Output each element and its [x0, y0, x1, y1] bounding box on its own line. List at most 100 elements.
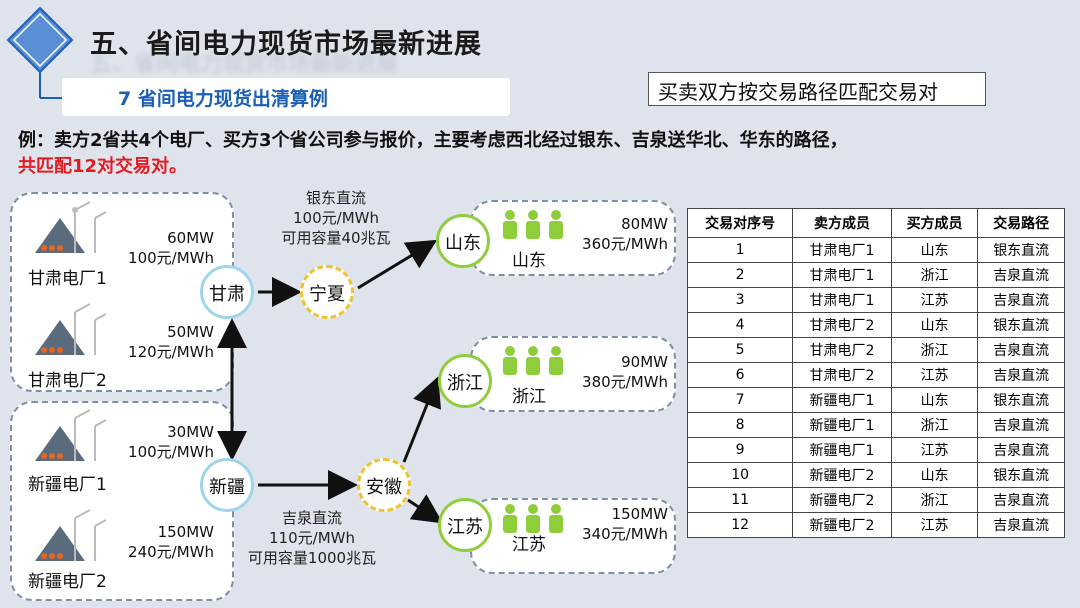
- line-name: 吉泉直流: [281, 509, 342, 527]
- seller-name: 甘肃电厂1: [28, 269, 107, 289]
- people-icon: [503, 346, 563, 375]
- table-header-row: 交易对序号 卖方成员 买方成员 交易路径: [686, 208, 1065, 238]
- cell-path: 吉泉直流: [977, 487, 1065, 513]
- power-plant-icon: [35, 509, 107, 561]
- power-plant-icon: [35, 409, 107, 461]
- seller-mw: 50MW: [167, 323, 214, 341]
- seller-price: 100元/MWh: [128, 443, 214, 461]
- node-shandong: 山东: [436, 214, 490, 268]
- arrow-anhui-zhejiang: [402, 376, 442, 463]
- header-index: 交易对序号: [686, 208, 794, 238]
- power-plant-icon: [35, 201, 107, 253]
- cell-path: 银东直流: [977, 462, 1065, 488]
- cell-index: 12: [686, 512, 794, 538]
- cell-buyer: 浙江: [890, 262, 979, 288]
- seller-price: 240元/MWh: [128, 543, 214, 561]
- cell-index: 7: [686, 387, 794, 413]
- cell-index: 5: [686, 337, 794, 363]
- cell-path: 吉泉直流: [977, 337, 1065, 363]
- node-ningxia: 宁夏: [300, 265, 354, 319]
- rule-box: [648, 72, 986, 106]
- header-path: 交易路径: [977, 208, 1065, 238]
- cell-index: 4: [686, 312, 794, 338]
- cell-seller: 新疆电厂2: [792, 462, 892, 488]
- node-jiangsu: 江苏: [438, 498, 492, 552]
- cell-path: 吉泉直流: [977, 437, 1065, 463]
- cell-index: 2: [686, 262, 794, 288]
- cell-path: 吉泉直流: [977, 287, 1065, 313]
- seller-price: 120元/MWh: [128, 343, 214, 361]
- cell-seller: 新疆电厂1: [792, 437, 892, 463]
- cell-buyer: 江苏: [890, 287, 979, 313]
- cell-path: 银东直流: [977, 387, 1065, 413]
- node-gansu: 甘肃: [200, 265, 254, 319]
- buyer-price: 380元/MWh: [582, 373, 668, 391]
- cell-path: 吉泉直流: [977, 262, 1065, 288]
- node-anhui: 安徽: [357, 458, 411, 512]
- people-icon: [503, 210, 563, 239]
- cell-seller: 甘肃电厂1: [792, 262, 892, 288]
- seller-values: 50MW 120元/MWh: [112, 322, 214, 362]
- power-plant-icon: [35, 303, 107, 355]
- cell-path: 银东直流: [977, 237, 1065, 263]
- cell-path: 吉泉直流: [977, 412, 1065, 438]
- line-capacity: 可用容量1000兆瓦: [247, 549, 377, 567]
- page-subtitle: 7 省间电力现货出清算例: [118, 88, 328, 110]
- cell-seller: 新疆电厂2: [792, 487, 892, 513]
- rule-text: 买卖双方按交易路径匹配交易对: [658, 80, 938, 104]
- cell-path: 银东直流: [977, 312, 1065, 338]
- cell-path: 吉泉直流: [977, 362, 1065, 388]
- people-icon: [503, 504, 563, 533]
- buyer-price: 340元/MWh: [582, 525, 668, 543]
- cell-buyer: 山东: [890, 387, 979, 413]
- cell-path: 吉泉直流: [977, 512, 1065, 538]
- cell-buyer: 江苏: [890, 362, 979, 388]
- header-buyer: 买方成员: [890, 208, 979, 238]
- buyer-values: 150MW 340元/MWh: [566, 504, 668, 544]
- seller-values: 150MW 240元/MWh: [112, 522, 214, 562]
- cell-buyer: 浙江: [890, 487, 979, 513]
- cell-index: 9: [686, 437, 794, 463]
- cell-index: 11: [686, 487, 794, 513]
- cell-seller: 新疆电厂1: [792, 412, 892, 438]
- line-capacity: 可用容量40兆瓦: [281, 229, 391, 247]
- cell-buyer: 山东: [890, 312, 979, 338]
- logo-diamond-icon: [6, 6, 74, 99]
- buyer-values: 80MW 360元/MWh: [566, 214, 668, 254]
- example-text: 例：卖方2省共4个电厂、买方3个省公司参与报价，主要考虑西北经过银东、吉泉送华北…: [18, 128, 1068, 180]
- cell-buyer: 山东: [890, 237, 979, 263]
- cell-seller: 甘肃电厂2: [792, 337, 892, 363]
- seller-name: 甘肃电厂2: [28, 371, 107, 391]
- jiangsu-buyer-panel: [470, 498, 676, 574]
- seller-mw: 150MW: [157, 523, 214, 541]
- seller-values: 60MW 100元/MWh: [112, 228, 214, 268]
- yindong-line-info: 银东直流 100元/MWh 可用容量40兆瓦: [246, 188, 426, 248]
- node-xinjiang: 新疆: [200, 458, 254, 512]
- page-title: 五、省间电力现货市场最新进展: [90, 29, 482, 60]
- buyer-mw: 150MW: [611, 505, 668, 523]
- jiquan-line-info: 吉泉直流 110元/MWh 可用容量1000兆瓦: [222, 508, 402, 568]
- cell-seller: 新疆电厂2: [792, 512, 892, 538]
- cell-buyer: 山东: [890, 462, 979, 488]
- arrow-anhui-jiangsu: [407, 494, 443, 524]
- cell-index: 8: [686, 412, 794, 438]
- example-main: 例：卖方2省共4个电厂、买方3个省公司参与报价，主要考虑西北经过银东、吉泉送华北…: [18, 130, 848, 151]
- cell-seller: 甘肃电厂1: [792, 237, 892, 263]
- cell-buyer: 浙江: [890, 412, 979, 438]
- title-shadow: 五、省间电力现货市场最新进展: [90, 52, 399, 77]
- seller-mw: 30MW: [167, 423, 214, 441]
- cell-index: 3: [686, 287, 794, 313]
